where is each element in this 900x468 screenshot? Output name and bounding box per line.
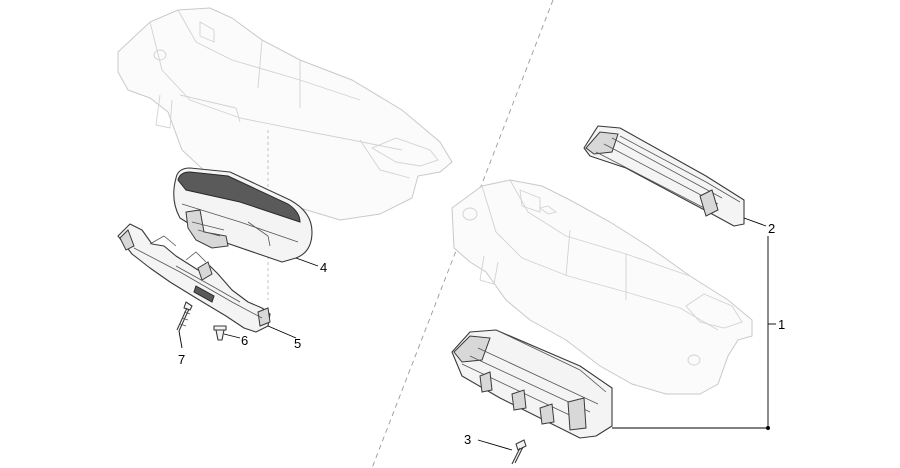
section-separator-line <box>371 0 554 468</box>
left-leader-lines <box>178 257 319 349</box>
right-handlebar-cover-ghost <box>451 179 753 395</box>
part-2-upper-panel <box>583 125 745 227</box>
left-handlebar-cover-ghost <box>117 7 453 221</box>
callout-5: 5 <box>294 336 301 351</box>
part-6-pin <box>213 325 227 341</box>
part-7-screw <box>176 301 193 332</box>
callout-2: 2 <box>768 221 775 236</box>
callout-3: 3 <box>464 432 471 447</box>
leader-junction-dot <box>766 426 770 430</box>
callout-4: 4 <box>320 260 327 275</box>
part-4-instrument-cluster <box>173 167 313 263</box>
lower-dashboard-panel <box>451 329 613 439</box>
callout-6: 6 <box>241 333 248 348</box>
callout-7: 7 <box>178 352 185 367</box>
callout-1: 1 <box>778 317 785 332</box>
part-3-screw <box>511 439 527 465</box>
right-leader-lines <box>477 217 776 451</box>
part-5-mounting-bracket <box>117 223 271 333</box>
